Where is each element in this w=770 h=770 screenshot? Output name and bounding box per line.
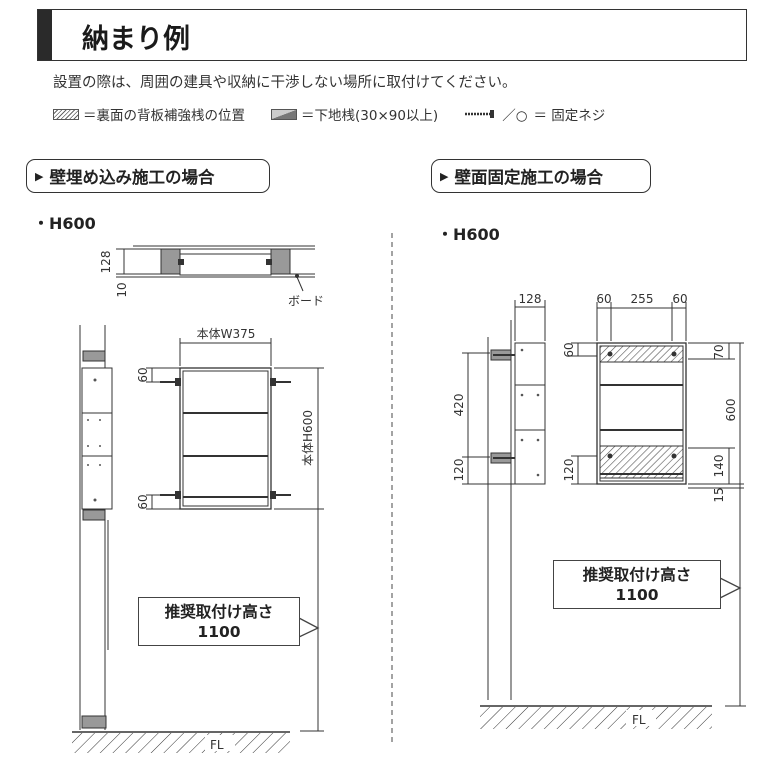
page-title: 納まり例 <box>82 24 190 55</box>
screw-icon <box>465 110 495 118</box>
section-pill-recessed: ▶ 壁埋め込み施工の場合 <box>26 159 270 193</box>
legend-slash-circle: ／○ <box>502 108 528 124</box>
recommended-height-label: 推奨取付け高さ <box>582 566 692 584</box>
dim-surface-600: 600 <box>724 399 738 422</box>
triangle-icon: ▶ <box>35 169 44 183</box>
recommended-height-box-surface: 推奨取付け高さ 1100 <box>553 560 721 609</box>
recommended-height-box-recessed: 推奨取付け高さ 1100 <box>138 597 300 646</box>
dim-surface-15: 15 <box>712 487 726 502</box>
hatch-swatch-icon <box>53 108 79 120</box>
recommended-arrow-right <box>719 577 742 599</box>
legend-furring: ＝下地桟(30×90以上) <box>271 104 438 124</box>
fl-label-surface: FL <box>632 713 646 727</box>
recommended-height-value: 1100 <box>615 586 659 604</box>
dim-recessed-10: 10 <box>115 282 129 297</box>
recessed-wall-dots <box>87 378 101 502</box>
recessed-front-view <box>146 338 324 732</box>
dim-surface-70: 70 <box>712 344 726 359</box>
surface-side-dots <box>520 348 540 477</box>
dim-surface-420: 420 <box>452 394 466 417</box>
section-title-surface: 壁面固定施工の場合 <box>454 168 603 187</box>
fl-label-bg-right <box>626 710 656 726</box>
dim-surface-left-120: 120 <box>452 459 466 482</box>
title-bar: 納まり例 <box>37 9 747 61</box>
section-pill-surface: ▶ 壁面固定施工の場合 <box>431 159 651 193</box>
recommended-height-label: 推奨取付け高さ <box>164 603 274 621</box>
recessed-plan-screws <box>178 259 299 278</box>
dim-surface-front-60: 60 <box>562 342 576 357</box>
dim-surface-140: 140 <box>712 455 726 478</box>
legend-hatch-label: ＝裏面の背板補強桟の位置 <box>83 108 245 124</box>
recommended-arrow-left <box>298 617 320 638</box>
section-title-recessed: 壁埋め込み施工の場合 <box>49 168 215 187</box>
dim-surface-front-120: 120 <box>562 459 576 482</box>
surface-front-view <box>571 302 746 707</box>
legend-screw: ／○ ＝ 固定ネジ <box>464 104 605 124</box>
dim-recessed-top-60: 60 <box>136 367 150 382</box>
recommended-height-value: 1100 <box>197 623 241 641</box>
title-accent-bar <box>38 10 52 60</box>
surface-front-screw-holes <box>607 351 677 459</box>
board-label: ボード <box>288 294 324 308</box>
size-label-surface: ・H600 <box>437 225 500 244</box>
dim-surface-depth: 128 <box>519 292 542 306</box>
dim-recessed-bot-60: 60 <box>136 494 150 509</box>
dim-surface-w-left: 60 <box>596 292 611 306</box>
recessed-floor-hatch <box>72 733 290 753</box>
dim-surface-w-mid: 255 <box>631 292 654 306</box>
furring-swatch-icon <box>271 108 297 120</box>
dim-recessed-width: 本体W375 <box>197 327 256 341</box>
fl-label-recessed: FL <box>210 738 224 752</box>
legend: ＝裏面の背板補強桟の位置 ＝下地桟(30×90以上) ／○ ＝ 固定ネジ <box>53 104 631 124</box>
surface-side-screws <box>493 354 515 459</box>
recessed-front-screws <box>160 378 291 499</box>
fl-label-bg-left <box>205 735 235 751</box>
triangle-icon: ▶ <box>440 169 449 183</box>
dim-recessed-128: 128 <box>99 251 113 274</box>
dim-surface-w-right: 60 <box>672 292 687 306</box>
recessed-plan-view <box>116 245 315 292</box>
legend-screw-label: ＝ 固定ネジ <box>533 108 606 124</box>
surface-side-section <box>462 300 546 700</box>
surface-floor-hatch <box>480 707 712 729</box>
size-label-recessed: ・H600 <box>33 214 96 233</box>
recessed-wall-section <box>79 325 113 730</box>
dim-recessed-height: 本体H600 <box>301 410 315 466</box>
legend-hatch: ＝裏面の背板補強桟の位置 <box>53 104 245 124</box>
legend-furring-label: ＝下地桟(30×90以上) <box>301 108 439 124</box>
installation-note: 設置の際は、周囲の建具や収納に干渉しない場所に取付けてください。 <box>53 75 517 91</box>
